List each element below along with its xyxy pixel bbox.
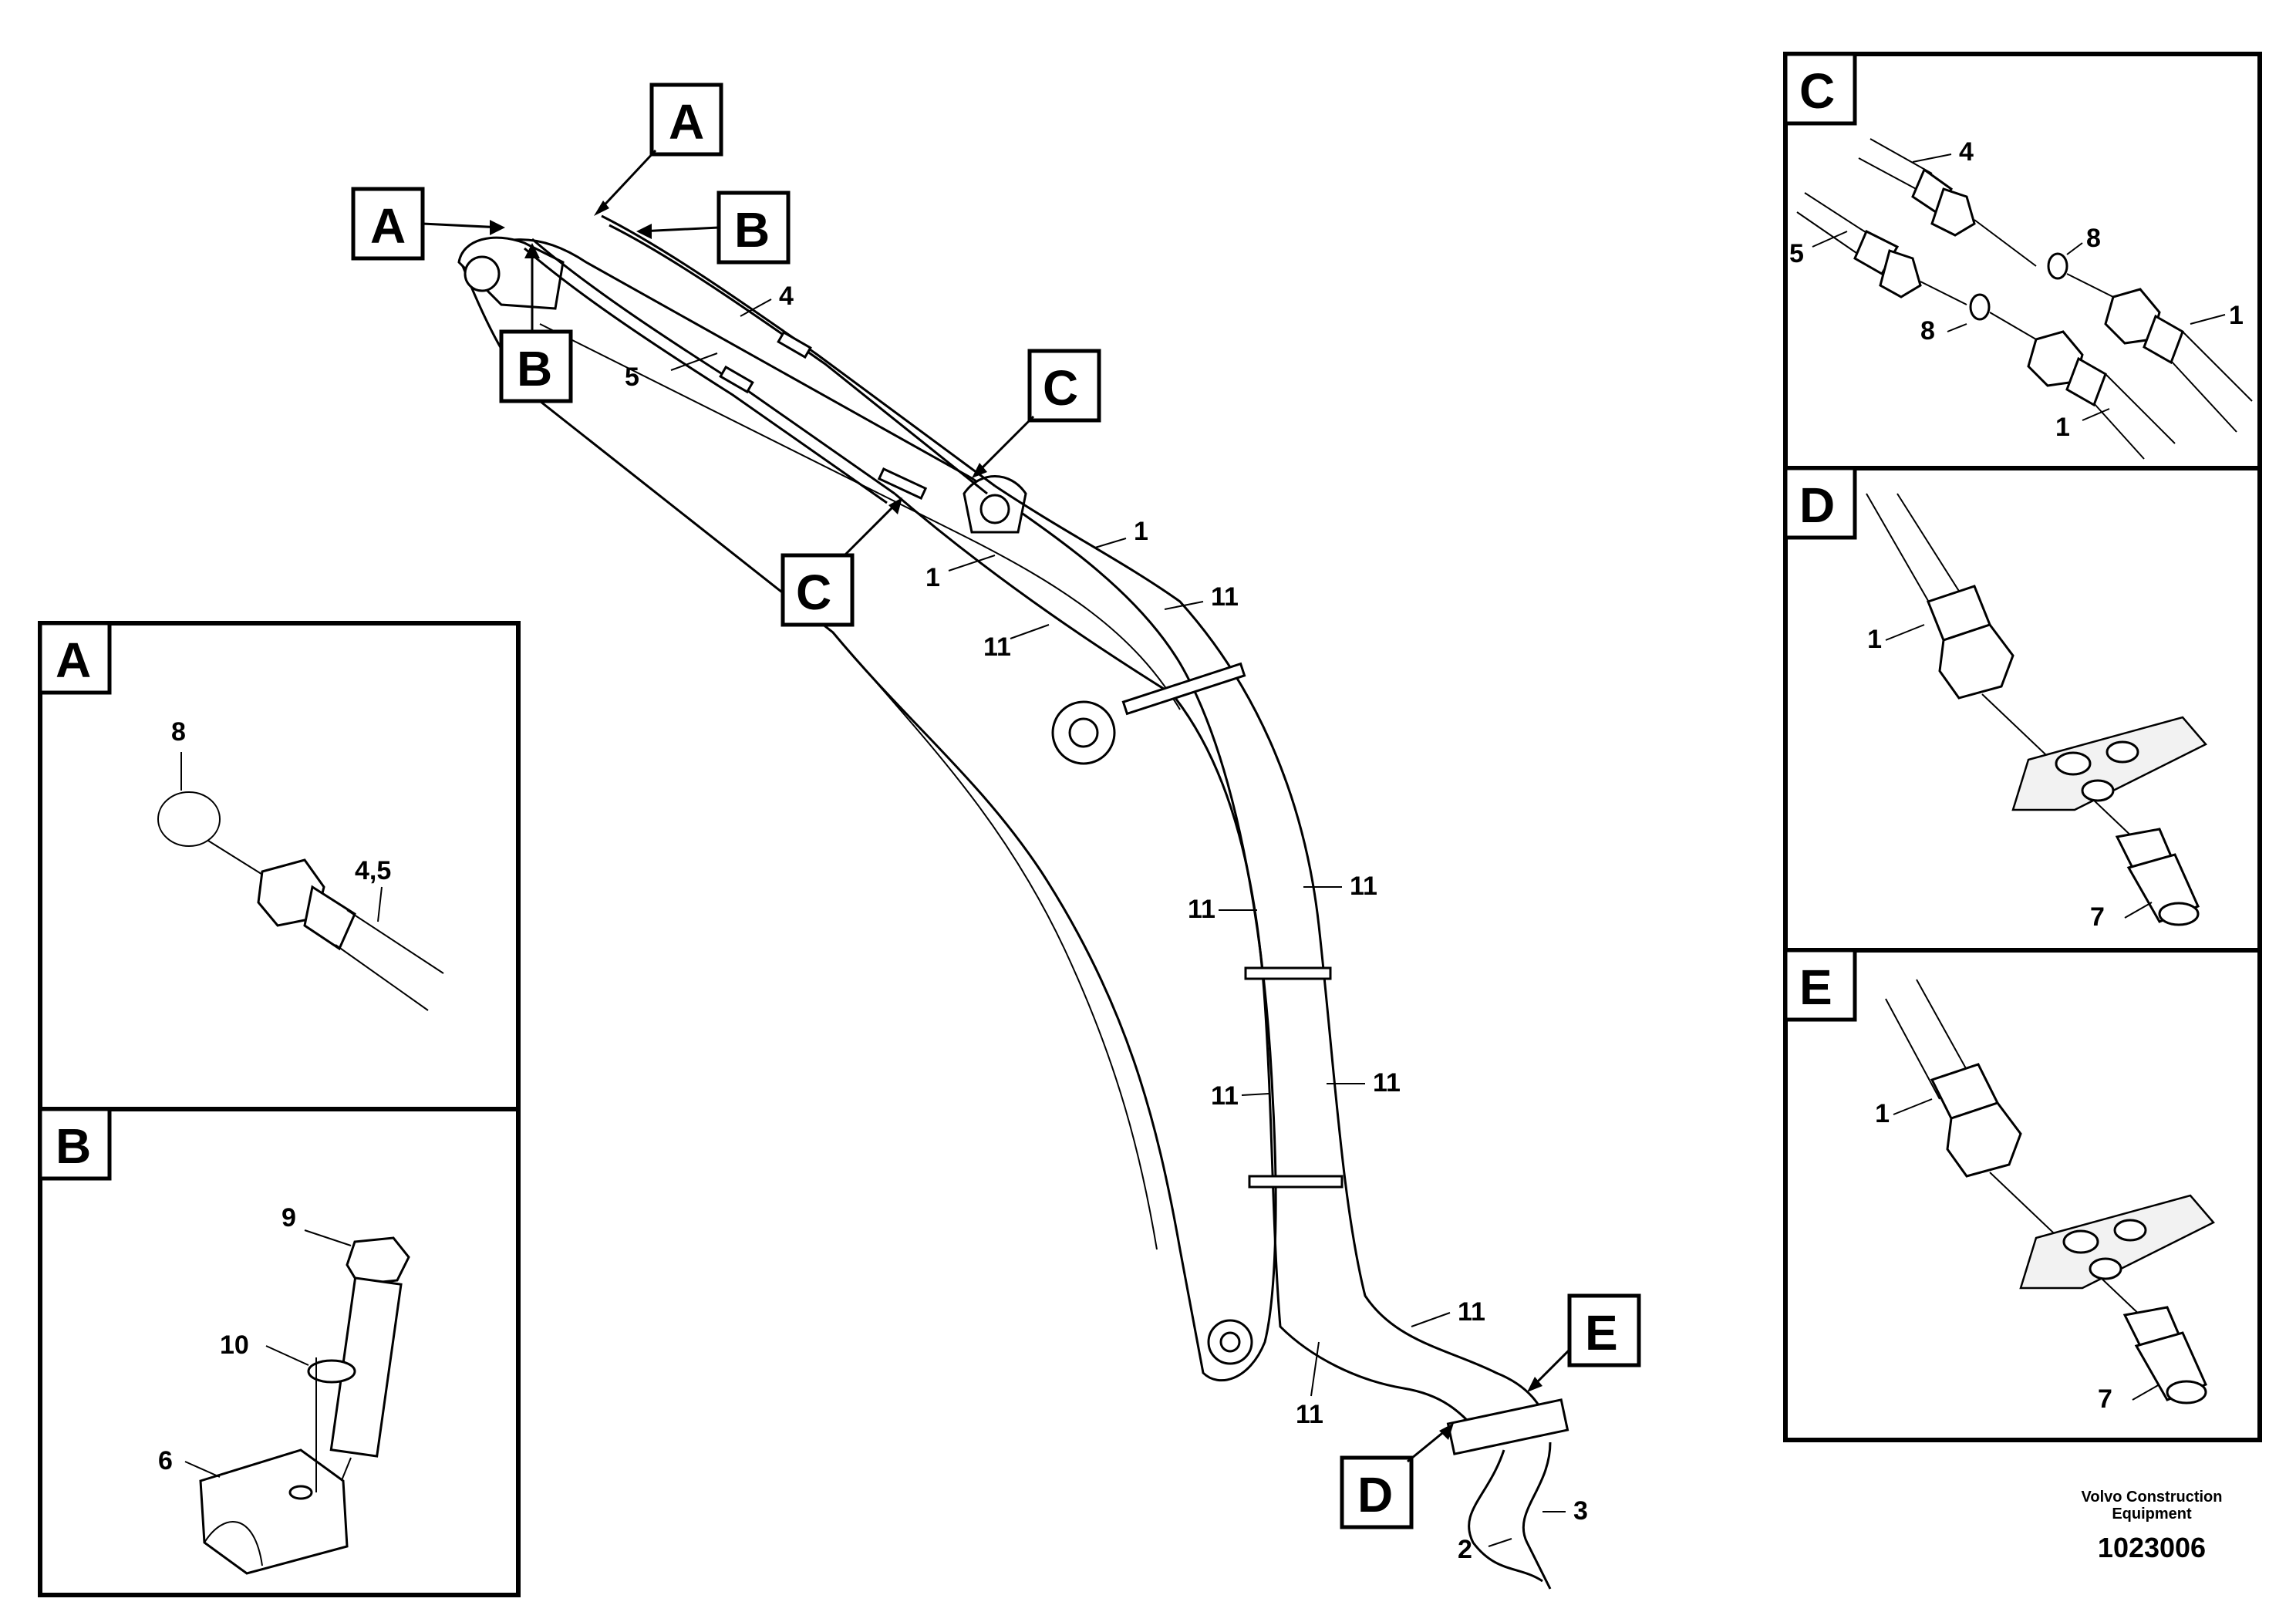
label-2: 2 <box>1458 1535 1472 1564</box>
label-4: 4 <box>779 282 794 311</box>
hose-2 <box>1468 1449 1543 1583</box>
callout-D: D <box>1340 1423 1454 1529</box>
detail-A-label-8: 8 <box>171 717 186 747</box>
o-ring-C8a <box>2047 252 2068 280</box>
svg-text:A: A <box>669 94 704 150</box>
svg-text:C: C <box>1043 360 1078 416</box>
detail-D-panel <box>1783 466 2262 953</box>
bolt-9-head <box>346 1236 410 1286</box>
drawing-number: 1023006 <box>2097 1532 2207 1563</box>
boom-illustration <box>457 214 1569 1590</box>
boom-foot-pin-inner <box>1219 1331 1241 1353</box>
detail-E-label-1: 1 <box>1875 1099 1890 1128</box>
hose-1-right <box>994 484 1552 1428</box>
detail-panels-right: C 4 5 8 <box>1783 52 2262 1442</box>
svg-text:A: A <box>56 632 91 688</box>
connection-block <box>1446 1398 1569 1455</box>
flange-plate-E <box>2019 1194 2215 1290</box>
label-11-b: 11 <box>983 632 1011 662</box>
svg-text:A: A <box>370 198 406 254</box>
svg-text:D: D <box>1799 477 1835 533</box>
detail-panels-left: A 8 4,5 B 9 <box>38 621 521 1597</box>
main-leader-lines <box>670 298 1566 1547</box>
label-11-a: 11 <box>1211 582 1239 612</box>
svg-text:B: B <box>517 341 552 396</box>
nut-D1 <box>1938 623 2014 700</box>
boom-body <box>461 238 1277 1382</box>
label-11-c: 11 <box>1188 895 1215 924</box>
detail-E-label-7: 7 <box>2098 1384 2112 1414</box>
label-1-upper: 1 <box>1134 517 1148 546</box>
svg-text:D: D <box>1357 1467 1393 1523</box>
callout-A-left: A <box>351 187 505 261</box>
boom-top-edge <box>539 323 1181 710</box>
label-11-e: 11 <box>1211 1081 1239 1111</box>
detail-B-label-10: 10 <box>220 1330 249 1360</box>
detail-B-label-9: 9 <box>282 1203 296 1233</box>
detail-D-label-7: 7 <box>2090 902 2105 932</box>
brand-line-1: Volvo Construction <box>2081 1489 2223 1506</box>
detail-C-label-1a: 1 <box>2229 301 2244 330</box>
washer-10 <box>307 1359 356 1384</box>
hose-1-left <box>894 492 1482 1436</box>
hose-3 <box>1522 1442 1552 1590</box>
label-11-d: 11 <box>1350 872 1377 901</box>
callout-C-upper: C <box>972 349 1101 478</box>
o-ring-C8b <box>1969 293 1991 321</box>
svg-text:B: B <box>734 202 770 258</box>
label-11-h: 11 <box>1296 1400 1323 1429</box>
fitting-C5 <box>1879 249 1922 298</box>
footer-block: Volvo Construction Equipment 1023006 <box>2052 1489 2252 1564</box>
callout-B-right: B <box>636 191 791 265</box>
boom-side-edge <box>832 632 1158 1250</box>
boom-tip-pin <box>464 255 501 292</box>
hose-5 <box>531 238 895 495</box>
label-1-lower: 1 <box>925 563 940 592</box>
flange-plate-D <box>2011 716 2207 811</box>
cylinder-bracket-pin <box>979 494 1010 524</box>
label-11-g: 11 <box>1458 1297 1485 1327</box>
detail-A-label-4-5: 4,5 <box>355 856 391 885</box>
svg-text:C: C <box>796 565 831 620</box>
callout-A-top: A <box>594 83 723 216</box>
boom-cylinder-pin-inner <box>1068 717 1099 748</box>
detail-C-label-5: 5 <box>1789 239 1804 268</box>
main-callouts: A A B B C C <box>351 83 1641 1529</box>
detail-D-label-1: 1 <box>1867 625 1882 654</box>
detail-C: C 4 5 8 <box>1783 52 2253 460</box>
brand-line-2: Equipment <box>2112 1506 2192 1523</box>
detail-C-label-4: 4 <box>1959 137 1974 167</box>
hose-5-b <box>524 247 888 504</box>
callout-C-lower: C <box>781 497 902 627</box>
fitting-C4 <box>1930 187 1976 237</box>
detail-D: D 1 7 <box>1783 466 2207 932</box>
detail-A: A 8 4,5 <box>38 621 444 1011</box>
detail-E: E 1 7 <box>1783 948 2215 1414</box>
hose-clamps <box>719 330 1344 1189</box>
svg-text:B: B <box>56 1118 91 1174</box>
label-3: 3 <box>1573 1496 1588 1526</box>
nut-E1 <box>1946 1101 2022 1178</box>
main-part-numbers: 4 5 1 1 11 11 11 11 11 11 11 11 2 3 <box>625 282 1588 1564</box>
svg-text:E: E <box>1585 1305 1618 1361</box>
detail-B-label-6: 6 <box>158 1446 173 1475</box>
svg-text:E: E <box>1799 959 1832 1015</box>
svg-text:C: C <box>1799 63 1835 119</box>
detail-B: B 9 10 6 <box>38 1107 410 1575</box>
label-5: 5 <box>625 363 639 392</box>
callout-B-left: B <box>499 243 573 403</box>
label-11-f: 11 <box>1373 1068 1401 1098</box>
detail-C-label-8a: 8 <box>2086 224 2101 253</box>
o-ring-8 <box>157 791 221 847</box>
detail-C-label-1b: 1 <box>2055 413 2070 442</box>
detail-C-label-8b: 8 <box>1920 316 1935 346</box>
callout-E: E <box>1527 1293 1641 1392</box>
